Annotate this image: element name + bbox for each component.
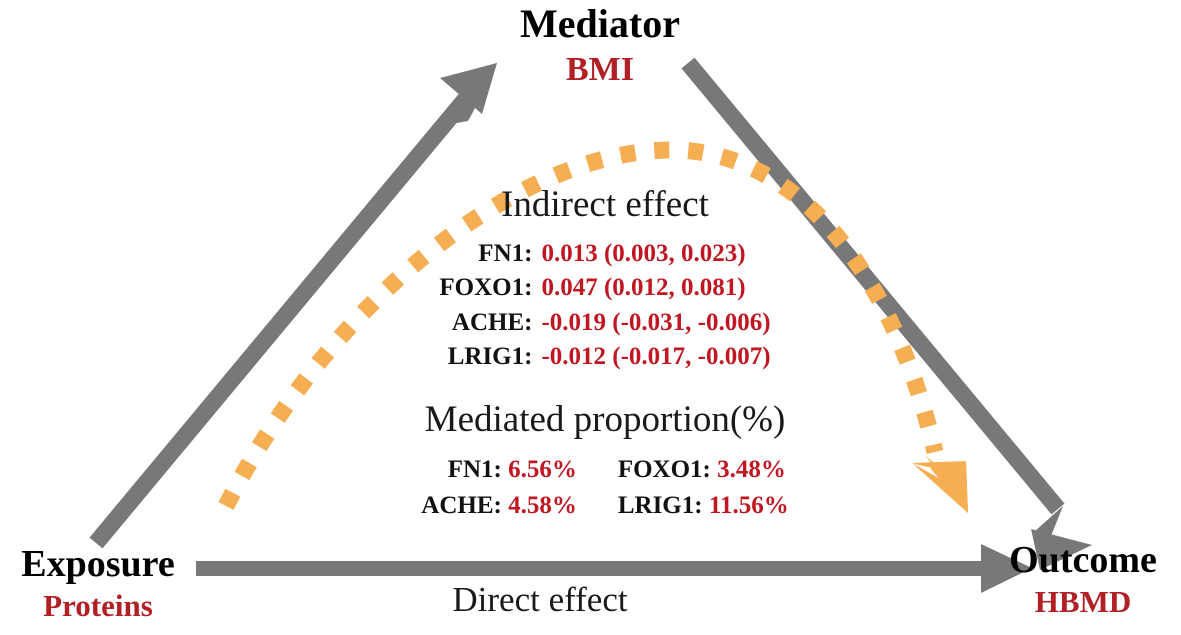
effect-value: 0.047 (0.012, 0.081) xyxy=(541,274,746,302)
node-outcome: Outcome HBMD xyxy=(985,541,1181,617)
effect-value: -0.012 (-0.017, -0.007) xyxy=(541,343,771,371)
effect-row: FOXO1: 0.047 (0.012, 0.081) xyxy=(439,271,770,306)
proportion-name: FOXO1: xyxy=(617,455,711,483)
exposure-title: Exposure xyxy=(21,543,175,585)
proportion-cell: FOXO1: 3.48% xyxy=(584,452,796,488)
mediator-title: Mediator xyxy=(520,1,680,46)
proportion-cell: LRIG1: 11.56% xyxy=(584,488,796,524)
outcome-subtitle: HBMD xyxy=(1034,584,1132,619)
effect-value: 0.013 (0.003, 0.023) xyxy=(541,239,746,267)
proportion-name: ACHE: xyxy=(421,491,502,519)
mediated-proportion-grid: FN1: 6.56% FOXO1: 3.48% ACHE: 4.58% LRIG… xyxy=(414,452,795,525)
proportion-cell: ACHE: 4.58% xyxy=(414,488,584,524)
effect-row: FN1: 0.013 (0.003, 0.023) xyxy=(439,237,770,272)
proportion-value: 3.48% xyxy=(717,455,786,483)
proportion-name: LRIG1: xyxy=(617,491,703,519)
mediated-proportion-heading: Mediated proportion(%) xyxy=(424,398,786,440)
indirect-effect-rows: FN1: 0.013 (0.003, 0.023) FOXO1: 0.047 (… xyxy=(439,237,770,375)
indirect-effect-heading: Indirect effect xyxy=(501,184,709,225)
effect-label: LRIG1: xyxy=(447,343,533,371)
center-statistics-block: Indirect effect FN1: 0.013 (0.003, 0.023… xyxy=(345,184,865,525)
proportion-value: 11.56% xyxy=(708,491,789,519)
proportion-row: FN1: 6.56% FOXO1: 3.48% xyxy=(414,452,795,488)
effect-label: FN1: xyxy=(478,239,533,267)
effect-row: LRIG1: -0.012 (-0.017, -0.007) xyxy=(439,340,771,375)
node-mediator: Mediator BMI xyxy=(430,4,770,87)
effect-label: FOXO1: xyxy=(439,274,533,302)
proportion-name: FN1: xyxy=(447,455,502,483)
exposure-subtitle: Proteins xyxy=(43,588,153,623)
node-exposure: Exposure Proteins xyxy=(0,545,198,621)
proportion-value: 6.56% xyxy=(508,455,577,483)
arrow-exposure-to-mediator xyxy=(89,63,497,549)
effect-row: ACHE: -0.019 (-0.031, -0.006) xyxy=(439,306,771,341)
effect-value: -0.019 (-0.031, -0.006) xyxy=(541,308,771,336)
arrow-mediator-to-outcome xyxy=(681,57,1092,570)
direct-effect-label: Direct effect xyxy=(452,580,628,619)
effect-label: ACHE: xyxy=(451,308,533,336)
mediator-subtitle: BMI xyxy=(566,51,634,88)
outcome-title: Outcome xyxy=(1009,539,1157,581)
proportion-cell: FN1: 6.56% xyxy=(414,452,584,488)
arc-indirect-effect xyxy=(218,141,968,513)
proportion-value: 4.58% xyxy=(508,491,577,519)
arrow-direct-effect xyxy=(196,544,1032,593)
proportion-row: ACHE: 4.58% LRIG1: 11.56% xyxy=(414,488,795,524)
